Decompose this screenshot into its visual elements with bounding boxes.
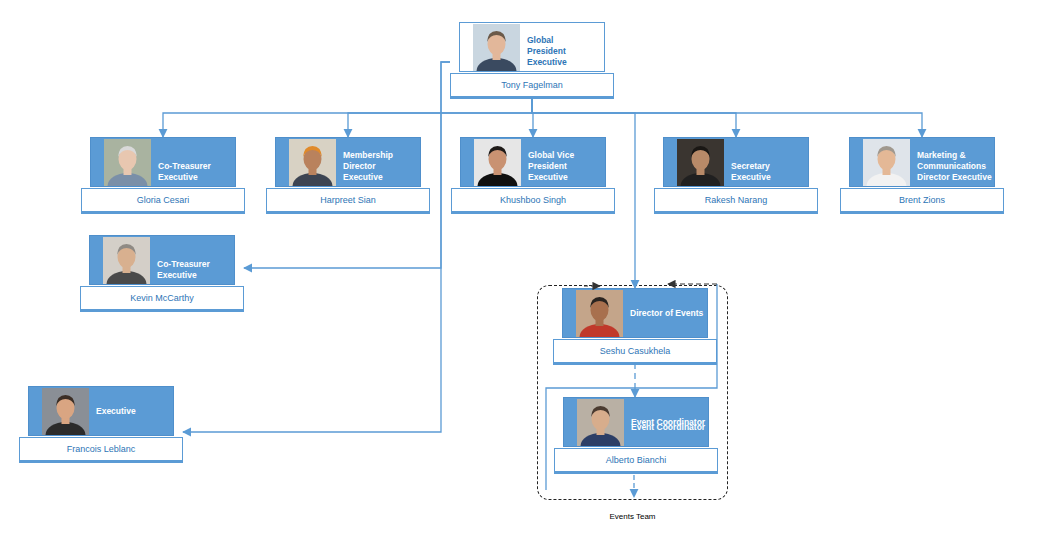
name-strip: Khushboo Singh xyxy=(451,188,615,212)
person-card: Secretary ExecutiveRakesh Narang xyxy=(654,137,818,212)
portrait-photo xyxy=(474,139,521,186)
reporting-line xyxy=(244,62,450,268)
title-stack: Secretary Executive xyxy=(731,161,791,183)
reporting-line xyxy=(348,97,532,137)
reporting-line xyxy=(163,97,532,137)
reporting-line xyxy=(532,97,922,137)
role-title: Co-Treasurer Executive xyxy=(158,161,220,183)
title-area: Director of Events xyxy=(630,289,705,337)
person-name: Kevin McCarthy xyxy=(130,293,194,303)
title-stack: Global Vice President Executive xyxy=(528,150,586,183)
role-title: Marketing & Communications Director Exec… xyxy=(917,150,997,183)
reporting-line xyxy=(532,97,635,288)
title-card: Global Vice President Executive xyxy=(460,137,606,187)
title-card: Event CoordinatorEvent Coordinator xyxy=(563,397,709,447)
name-strip: Francois Leblanc xyxy=(19,437,183,461)
reporting-line xyxy=(183,62,450,432)
title-area: Marketing & Communications Director Exec… xyxy=(917,138,997,186)
portrait-photo xyxy=(863,139,910,186)
person-card: Co-Treasurer ExecutiveGloria Cesari xyxy=(81,137,245,212)
name-strip: Harpreet Sian xyxy=(266,188,430,212)
name-strip: Tony Fagelman xyxy=(450,73,614,97)
title-area: Secretary Executive xyxy=(731,138,791,186)
person-card: Event CoordinatorEvent CoordinatorAlbert… xyxy=(554,397,718,472)
person-card: Global Vice President ExecutiveKhushboo … xyxy=(451,137,615,212)
title-stack: Executive xyxy=(96,406,166,417)
title-stack: Global President Executive xyxy=(527,35,577,68)
name-strip: Kevin McCarthy xyxy=(80,286,244,310)
reporting-line xyxy=(532,97,533,137)
person-card: Director of EventsSeshu Casukhela xyxy=(553,288,717,363)
person-card: Co-Treasurer ExecutiveKevin McCarthy xyxy=(80,235,244,310)
role-title: Director of Events xyxy=(630,308,705,319)
title-area: Co-Treasurer Executive xyxy=(157,236,219,284)
loop-arrow xyxy=(668,283,717,284)
name-strip: Brent Zions xyxy=(840,188,1004,212)
role-title: Co-Treasurer Executive xyxy=(157,259,219,281)
role-title: Membership Director Executive xyxy=(343,150,405,183)
portrait-photo xyxy=(42,388,89,435)
title-stack: Co-Treasurer Executive xyxy=(157,259,219,281)
title-card: Marketing & Communications Director Exec… xyxy=(849,137,995,187)
person-name: Khushboo Singh xyxy=(500,195,566,205)
reporting-line xyxy=(634,363,635,397)
role-title: Secretary Executive xyxy=(731,161,791,183)
name-strip: Alberto Bianchi xyxy=(554,448,718,472)
title-card: Co-Treasurer Executive xyxy=(90,137,236,187)
title-stack: Marketing & Communications Director Exec… xyxy=(917,150,997,183)
role-title: Global President Executive xyxy=(527,35,577,68)
name-strip: Rakesh Narang xyxy=(654,188,818,212)
portrait-photo xyxy=(103,237,150,284)
group-label: Events Team xyxy=(538,512,727,521)
name-strip: Gloria Cesari xyxy=(81,188,245,212)
role-title: Global Vice President Executive xyxy=(528,150,586,183)
portrait-photo xyxy=(576,290,623,337)
person-name: Harpreet Sian xyxy=(320,195,376,205)
title-area: Global President Executive xyxy=(527,23,577,71)
role-title: Executive xyxy=(96,406,166,417)
portrait-photo xyxy=(473,24,520,71)
person-name: Seshu Casukhela xyxy=(600,346,671,356)
person-card: Global President ExecutiveTony Fagelman xyxy=(450,22,614,97)
person-name: Francois Leblanc xyxy=(67,444,136,454)
title-card: Executive xyxy=(28,386,174,436)
loop-arrow xyxy=(584,285,600,286)
reporting-line xyxy=(532,97,736,137)
title-area: Membership Director Executive xyxy=(343,138,405,186)
title-card: Director of Events xyxy=(562,288,708,338)
person-name: Rakesh Narang xyxy=(705,195,768,205)
title-card: Secretary Executive xyxy=(663,137,809,187)
title-area: Event CoordinatorEvent Coordinator xyxy=(631,398,713,446)
title-area: Executive xyxy=(96,387,166,435)
portrait-photo xyxy=(104,139,151,186)
frame-line xyxy=(546,284,717,490)
person-card: Membership Director ExecutiveHarpreet Si… xyxy=(266,137,430,212)
title-stack: Director of Events xyxy=(630,308,705,319)
person-name: Gloria Cesari xyxy=(137,195,190,205)
title-stack: Event CoordinatorEvent Coordinator xyxy=(631,417,713,428)
title-card: Membership Director Executive xyxy=(275,137,421,187)
person-name: Alberto Bianchi xyxy=(606,455,667,465)
person-card: ExecutiveFrancois Leblanc xyxy=(19,386,183,461)
role-title: Event Coordinator xyxy=(631,422,705,433)
name-strip: Seshu Casukhela xyxy=(553,339,717,363)
group-frame: Events TeamDirector of EventsSeshu Casuk… xyxy=(537,285,728,500)
person-name: Brent Zions xyxy=(899,195,945,205)
portrait-photo xyxy=(677,139,724,186)
portrait-photo xyxy=(289,139,336,186)
title-card: Co-Treasurer Executive xyxy=(89,235,235,285)
outgoing-arrow xyxy=(633,475,634,497)
person-card: Marketing & Communications Director Exec… xyxy=(840,137,1004,212)
title-area: Global Vice President Executive xyxy=(528,138,586,186)
portrait-photo xyxy=(577,399,624,446)
title-card: Global President Executive xyxy=(459,22,605,72)
title-stack: Co-Treasurer Executive xyxy=(158,161,220,183)
title-stack: Membership Director Executive xyxy=(343,150,405,183)
title-area: Co-Treasurer Executive xyxy=(158,138,220,186)
person-name: Tony Fagelman xyxy=(501,80,563,90)
